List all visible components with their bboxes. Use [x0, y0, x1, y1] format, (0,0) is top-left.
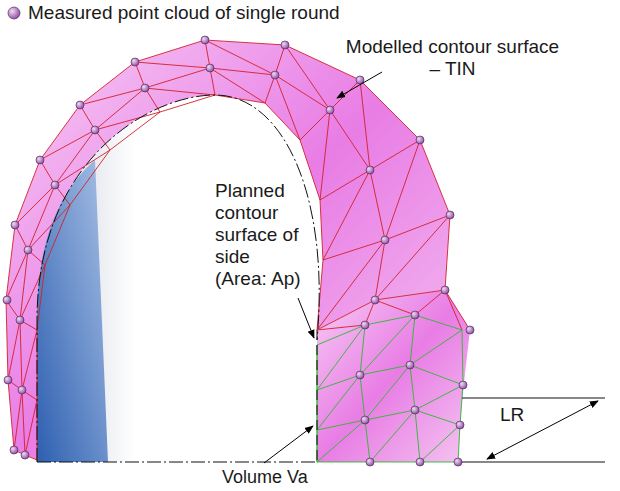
surface-label: Modelled contour surface – TIN — [345, 36, 560, 80]
tunnel-interior — [37, 95, 319, 462]
tin-side-surface — [317, 290, 470, 462]
legend-text: Measured point cloud of single round — [28, 2, 588, 24]
planned-contour — [37, 95, 605, 462]
leader-lines — [264, 72, 598, 463]
measured-points — [3, 7, 474, 466]
legend-point-symbol — [8, 7, 20, 19]
planned-side-face — [37, 160, 108, 462]
planned-surface-label: Planned contour surface of side (Area: A… — [215, 180, 303, 290]
tin-mesh — [6, 40, 470, 460]
volume-label: Volume Va — [222, 466, 332, 488]
tin-mesh-green — [317, 315, 463, 462]
length-label: LR — [500, 404, 540, 426]
